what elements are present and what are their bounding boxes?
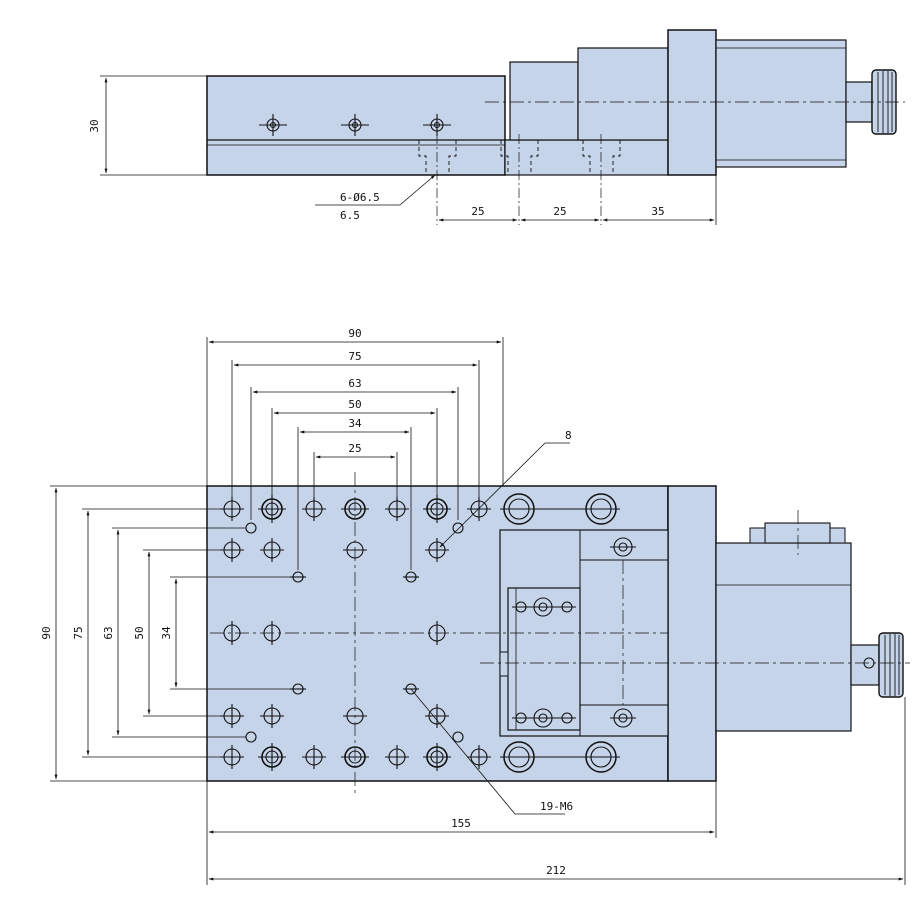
side-hole-note-1: 6-Ø6.5 bbox=[340, 191, 380, 204]
side-height-label: 30 bbox=[88, 119, 101, 132]
side-spacing-label-3: 35 bbox=[651, 205, 664, 218]
top-knob-neck bbox=[850, 644, 880, 686]
side-hole-note-2: 6.5 bbox=[340, 209, 360, 222]
thread-callout-label: 19-M6 bbox=[540, 800, 573, 813]
thread-callout-leader bbox=[410, 688, 565, 815]
side-spacing-label-1: 25 bbox=[471, 205, 484, 218]
hole-callout-label: 8 bbox=[565, 429, 572, 442]
length-dimensions bbox=[206, 697, 906, 885]
width-label-34: 34 bbox=[348, 417, 362, 430]
side-motor-body bbox=[715, 39, 847, 168]
side-end-plate bbox=[667, 29, 717, 176]
side-screw-row bbox=[259, 114, 451, 136]
width-label-75: 75 bbox=[348, 350, 361, 363]
top-view: 90 75 63 50 34 25 90 75 63 50 34 8 bbox=[40, 327, 910, 885]
top-width-dimensions bbox=[206, 337, 504, 570]
width-label-25: 25 bbox=[348, 442, 361, 455]
top-end-plate bbox=[667, 485, 717, 782]
side-step-1 bbox=[509, 61, 579, 141]
side-counterbores bbox=[418, 140, 621, 175]
length-label-212: 212 bbox=[546, 864, 566, 877]
top-motor-cap bbox=[764, 522, 831, 544]
width-label-63: 63 bbox=[348, 377, 361, 390]
side-hole-leader bbox=[315, 174, 436, 206]
top-motor-body bbox=[715, 542, 852, 732]
side-height-dimension bbox=[100, 75, 207, 176]
side-spacing-dimensions bbox=[438, 175, 717, 225]
height-label-34: 34 bbox=[160, 626, 173, 640]
height-label-90: 90 bbox=[40, 626, 53, 639]
height-label-50: 50 bbox=[133, 626, 146, 639]
top-height-dimensions bbox=[50, 485, 293, 782]
side-step-2 bbox=[577, 47, 669, 141]
side-base-extension bbox=[504, 139, 669, 176]
height-label-63: 63 bbox=[102, 626, 115, 639]
width-label-50: 50 bbox=[348, 398, 361, 411]
side-spacing-label-2: 25 bbox=[553, 205, 566, 218]
hole-callout-leader bbox=[439, 442, 570, 548]
width-label-90: 90 bbox=[348, 327, 361, 340]
side-view: 30 6-Ø6.5 6.5 25 25 35 bbox=[88, 29, 905, 225]
length-label-155: 155 bbox=[451, 817, 471, 830]
height-label-75: 75 bbox=[72, 626, 85, 639]
